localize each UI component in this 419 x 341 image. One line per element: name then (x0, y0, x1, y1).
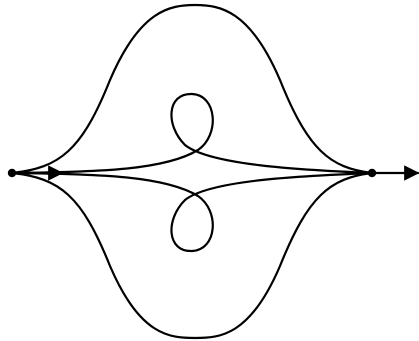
top-outer-arc (10, 3, 374, 175)
bottom-outer-arc (10, 171, 374, 340)
bottom-loop (10, 171, 374, 253)
right-node (367, 168, 377, 178)
left-node (7, 168, 17, 178)
top-loop (10, 92, 374, 175)
